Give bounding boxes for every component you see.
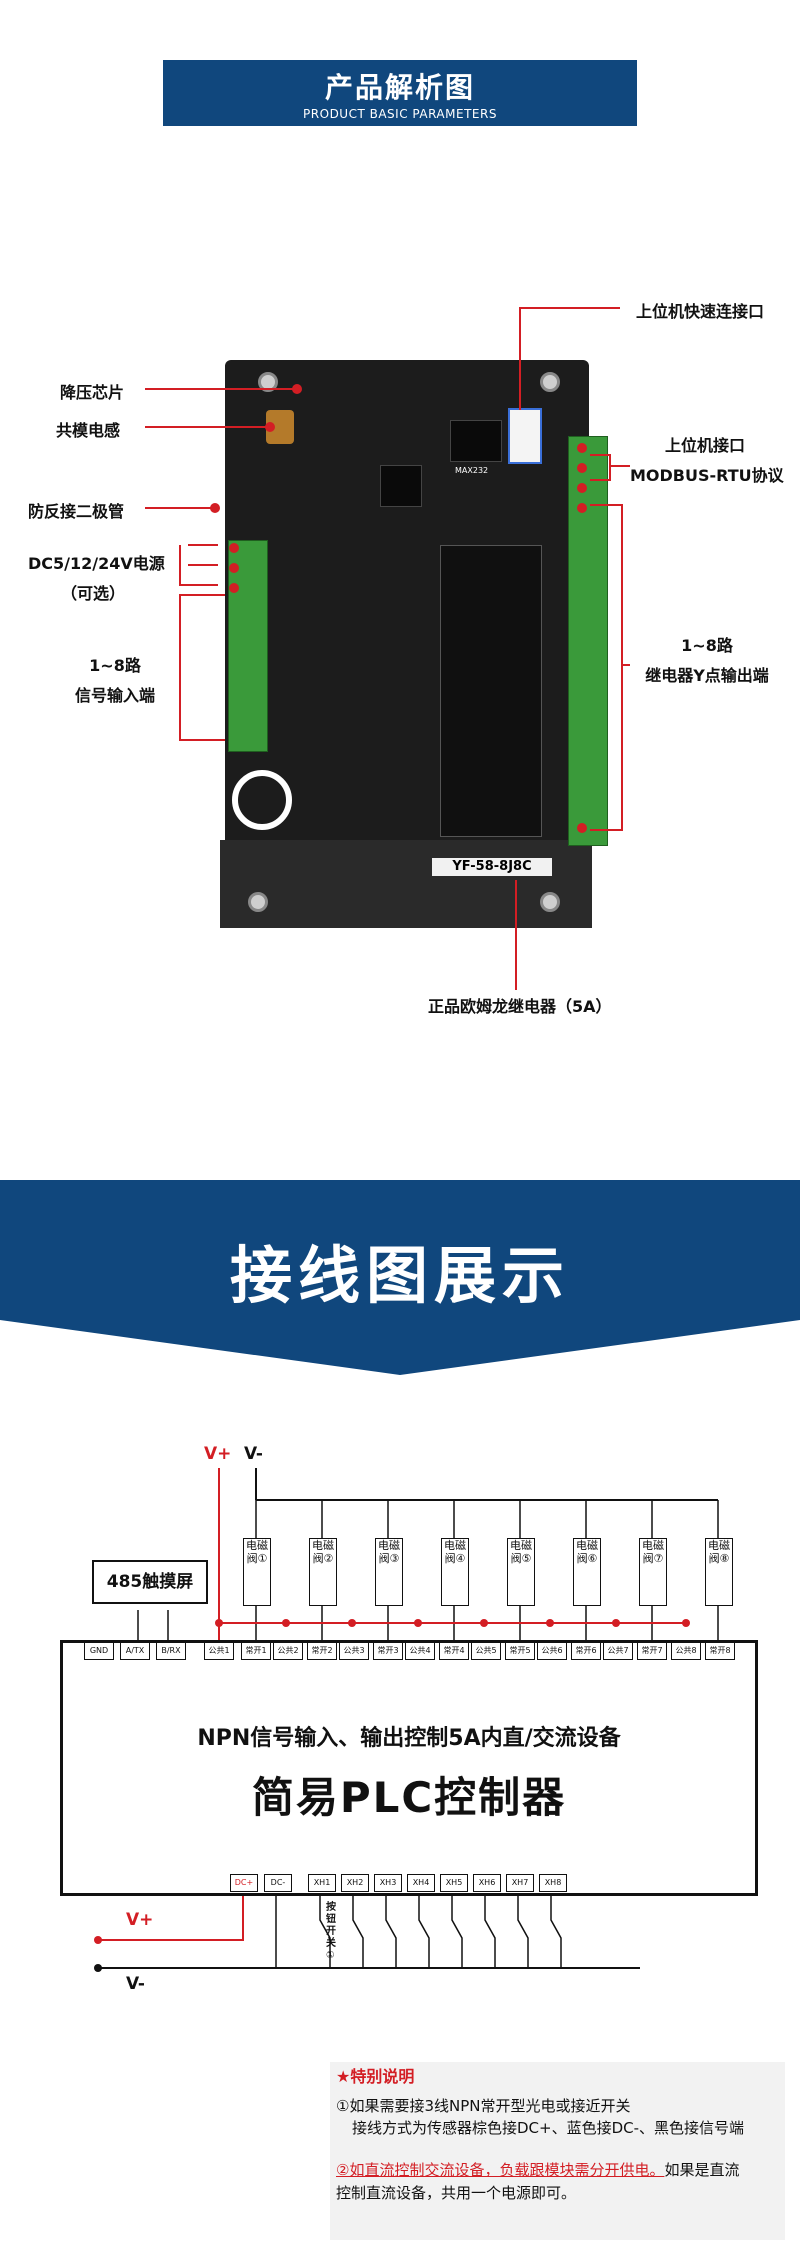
top-terminal: 常开2 (307, 1642, 337, 1660)
v-minus-bottom: V- (126, 1974, 145, 1994)
label-inputs-line1: 1~8路 (89, 656, 141, 675)
top-terminal: B/RX (156, 1642, 186, 1660)
section2-title: 接线图展示 (229, 1239, 570, 1312)
coil-4: 电磁阀④ (441, 1538, 469, 1606)
bottom-terminal: XH5 (440, 1874, 468, 1892)
max232-chip (450, 420, 502, 462)
brand-logo (232, 770, 292, 830)
label-cm-inductor: 共模电感 (56, 421, 121, 440)
top-terminal: GND (84, 1642, 114, 1660)
v-plus-bottom: V+ (126, 1910, 154, 1930)
bottom-terminal: XH4 (407, 1874, 435, 1892)
coil-7: 电磁阀⑦ (639, 1538, 667, 1606)
label-reverse-diode: 防反接二极管 (28, 502, 125, 521)
touch-screen-box: 485触摸屏 (92, 1560, 208, 1604)
label-relay: 正品欧姆龙继电器（5A） (428, 997, 612, 1016)
mounting-plate (220, 840, 592, 928)
bottom-terminal: XH3 (374, 1874, 402, 1892)
label-power-line1: DC5/12/24V电源 (28, 554, 165, 573)
top-terminal: 公共1 (204, 1642, 234, 1660)
header-subtitle: PRODUCT BASIC PARAMETERS (303, 107, 497, 121)
top-terminal: A/TX (120, 1642, 150, 1660)
controller-subtitle: NPN信号输入、输出控制5A内直/交流设备 (197, 1726, 621, 1751)
top-terminal: 常开4 (439, 1642, 469, 1660)
label-quick-port: 上位机快速连接口 (636, 302, 765, 321)
banner-wedge (0, 1300, 800, 1380)
top-terminal: 常开5 (505, 1642, 535, 1660)
top-terminal: 常开3 (373, 1642, 403, 1660)
label-host-port: 上位机接口 MODBUS-RTU协议 (630, 432, 784, 486)
label-outputs-line1: 1~8路 (681, 636, 733, 655)
board-model: YF-58-8J8C (432, 858, 552, 876)
top-terminal: 常开1 (241, 1642, 271, 1660)
mount-hole (540, 892, 560, 912)
notes-title: ★特别说明 (336, 2067, 415, 2086)
label-outputs-line2: 继电器Y点输出端 (645, 666, 769, 685)
bottom-terminal: XH1 (308, 1874, 336, 1892)
mcu-chip (380, 465, 422, 507)
label-inputs-line2: 信号输入端 (74, 686, 155, 705)
v-plus-top: V+ (204, 1444, 232, 1464)
note-1b: 接线方式为传感器棕色接DC+、蓝色接DC-、黑色接信号端 (352, 2119, 745, 2137)
controller-title: 简易PLC控制器 (251, 1773, 567, 1822)
mount-hole (258, 372, 278, 392)
note-1a: ①如果需要接3线NPN常开型光电或接近开关 (336, 2097, 631, 2115)
chip-label: MAX232 (455, 466, 489, 475)
label-buck-chip: 降压芯片 (60, 383, 125, 402)
quick-connect-port (508, 408, 542, 464)
top-terminal: 常开7 (637, 1642, 667, 1660)
header-title: 产品解析图 (324, 71, 475, 104)
bottom-terminal: XH6 (473, 1874, 501, 1892)
note-2a: ②如直流控制交流设备，负载跟模块需分开供电。如果是直流 (336, 2160, 739, 2181)
note-2b: 控制直流设备，共用一个电源即可。 (336, 2184, 577, 2202)
coil-6: 电磁阀⑥ (573, 1538, 601, 1606)
mount-hole (248, 892, 268, 912)
bottom-terminal: XH8 (539, 1874, 567, 1892)
top-terminal: 公共8 (671, 1642, 701, 1660)
bottom-terminal: XH2 (341, 1874, 369, 1892)
bottom-terminal: DC+ (230, 1874, 258, 1892)
wiring-lines (94, 1468, 719, 1972)
mount-hole (540, 372, 560, 392)
label-host-port-line1: 上位机接口 (664, 436, 745, 455)
controller-box (60, 1640, 758, 1896)
section-header: 产品解析图 PRODUCT BASIC PARAMETERS (163, 60, 637, 126)
input-terminal-block (228, 540, 268, 752)
bottom-terminal: XH7 (506, 1874, 534, 1892)
top-terminal: 常开6 (571, 1642, 601, 1660)
label-host-port-line2: MODBUS-RTU协议 (630, 466, 784, 485)
switch-label: 按钮开关① (326, 1902, 336, 1961)
notes-box (330, 2062, 785, 2240)
bottom-terminal: DC- (264, 1874, 292, 1892)
label-power-line2: （可选） (60, 584, 125, 603)
v-minus-top: V- (244, 1444, 263, 1464)
annotation-lines (145, 307, 630, 990)
coil-3: 电磁阀③ (375, 1538, 403, 1606)
label-power: DC5/12/24V电源 （可选） (28, 550, 165, 604)
coil-1: 电磁阀① (243, 1538, 271, 1606)
note-2a-red: ②如直流控制交流设备，负载跟模块需分开供电。 (336, 2161, 665, 2179)
note-2a-black: 如果是直流 (664, 2161, 740, 2179)
relay-bank (440, 545, 542, 837)
top-terminal: 公共3 (339, 1642, 369, 1660)
top-terminal: 公共4 (405, 1642, 435, 1660)
coil-5: 电磁阀⑤ (507, 1538, 535, 1606)
coil-8: 电磁阀⑧ (705, 1538, 733, 1606)
top-terminal: 公共6 (537, 1642, 567, 1660)
label-inputs: 1~8路 信号输入端 (60, 652, 170, 706)
label-outputs: 1~8路 继电器Y点输出端 (632, 632, 782, 686)
coil-2: 电磁阀② (309, 1538, 337, 1606)
top-terminal: 公共5 (471, 1642, 501, 1660)
top-terminal: 公共2 (273, 1642, 303, 1660)
top-terminal: 公共7 (603, 1642, 633, 1660)
top-terminal: 常开8 (705, 1642, 735, 1660)
